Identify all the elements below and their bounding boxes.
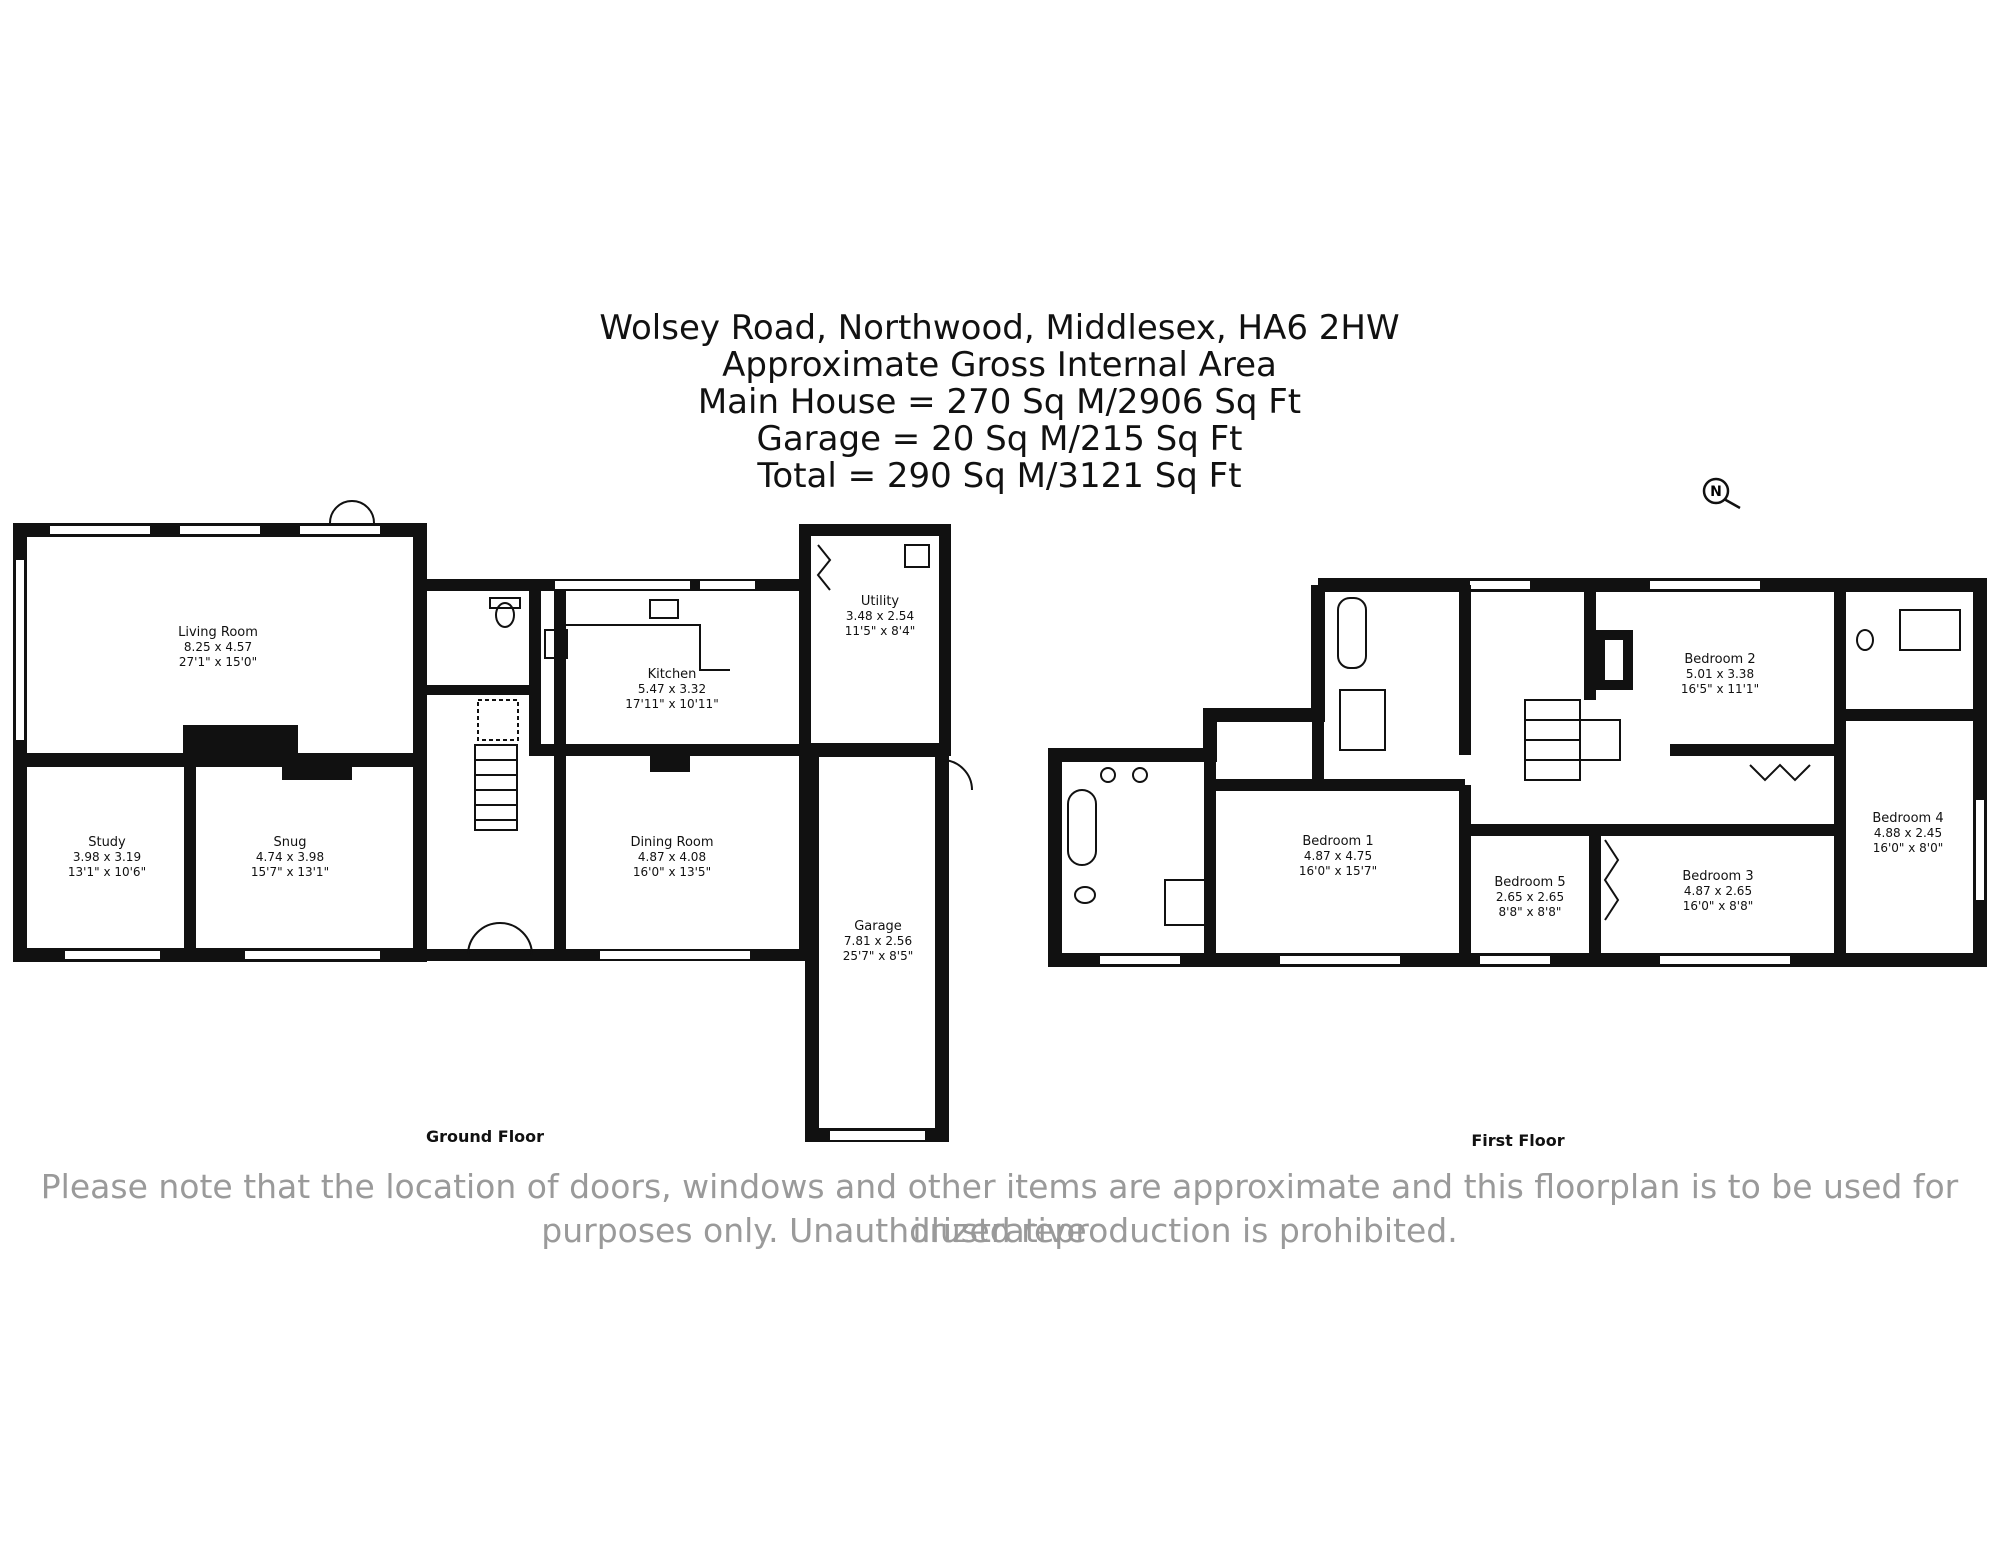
ground-floor-plan [13,500,973,1142]
kitchen-metric: 5.47 x 3.32 [638,682,706,696]
bedroom-3-imperial: 16'0" x 8'8" [1683,899,1754,913]
bedroom-1-name: Bedroom 1 [1302,834,1373,849]
utility-metric: 3.48 x 2.54 [846,609,914,623]
disclaimer-line-1: Please note that the location of doors, … [40,1167,1959,1250]
bedroom-2-name: Bedroom 2 [1684,652,1755,667]
first-floor-plan [1048,477,1987,967]
kitchen-name: Kitchen [648,667,697,682]
study-metric: 3.98 x 3.19 [73,850,141,864]
cupboard [477,699,519,741]
bedroom-1-imperial: 16'0" x 15'7" [1299,864,1377,878]
study-imperial: 13'1" x 10'6" [68,865,146,879]
dining-room-name: Dining Room [630,835,713,850]
kitchen-imperial: 17'11" x 10'11" [625,697,718,711]
living-room-metric: 8.25 x 4.57 [184,640,252,654]
compass-north-icon [1702,477,1741,510]
disclaimer-line-2: purposes only. Unauthorized reproduction… [541,1211,1458,1250]
snug-metric: 4.74 x 3.98 [256,850,324,864]
bedroom-5-metric: 2.65 x 2.65 [1496,890,1564,904]
study-name: Study [88,835,126,850]
snug-imperial: 15'7" x 13'1" [251,865,329,879]
total-area: Total = 290 Sq M/3121 Sq Ft [757,456,1242,496]
kitchen-worktop [564,624,730,700]
bedroom-4-imperial: 16'0" x 8'0" [1873,841,1944,855]
address-title: Wolsey Road, Northwood, Middlesex, HA6 2… [599,308,1400,348]
garage-metric: 7.81 x 2.56 [844,934,912,948]
bath [1067,789,1097,866]
first-floor-label: First Floor [1471,1131,1564,1150]
bedroom-4-metric: 4.88 x 2.45 [1874,826,1942,840]
utility-imperial: 11'5" x 8'4" [845,624,916,638]
ground-stairs [474,744,518,831]
snug-name: Snug [274,835,307,850]
bedroom-2-imperial: 16'5" x 11'1" [1681,682,1759,696]
bedroom-3-name: Bedroom 3 [1682,869,1753,884]
ground-floor-labels: Living Room 8.25 x 4.57 27'1" x 15'0" Ki… [68,594,915,1146]
living-room-name: Living Room [178,625,258,640]
utility-walls [799,524,951,756]
garage-area: Garage = 20 Sq M/215 Sq Ft [756,419,1243,459]
living-room-imperial: 27'1" x 15'0" [179,655,257,669]
garage-name: Garage [854,919,902,934]
area-title: Approximate Gross Internal Area [722,345,1277,385]
dining-room-imperial: 16'0" x 13'5" [633,865,711,879]
utility-name: Utility [861,594,900,609]
first-floor-labels: Bedroom 1 4.87 x 4.75 16'0" x 15'7" Bedr… [1299,484,1944,1150]
compass-letter: N [1710,484,1722,500]
first-floor-stairs [1524,699,1621,781]
ground-floor-label: Ground Floor [426,1127,544,1146]
bedroom-5-imperial: 8'8" x 8'8" [1499,905,1562,919]
bedroom-4-name: Bedroom 4 [1872,811,1943,826]
bedroom-3-metric: 4.87 x 2.65 [1684,884,1752,898]
dining-room-metric: 4.87 x 4.08 [638,850,706,864]
bedroom-1-metric: 4.87 x 4.75 [1304,849,1372,863]
bedroom-2-metric: 5.01 x 3.38 [1686,667,1754,681]
garage-imperial: 25'7" x 8'5" [843,949,914,963]
bedroom-5-name: Bedroom 5 [1494,875,1565,890]
front-door [467,922,533,956]
main-house-area: Main House = 270 Sq M/2906 Sq Ft [697,382,1302,422]
